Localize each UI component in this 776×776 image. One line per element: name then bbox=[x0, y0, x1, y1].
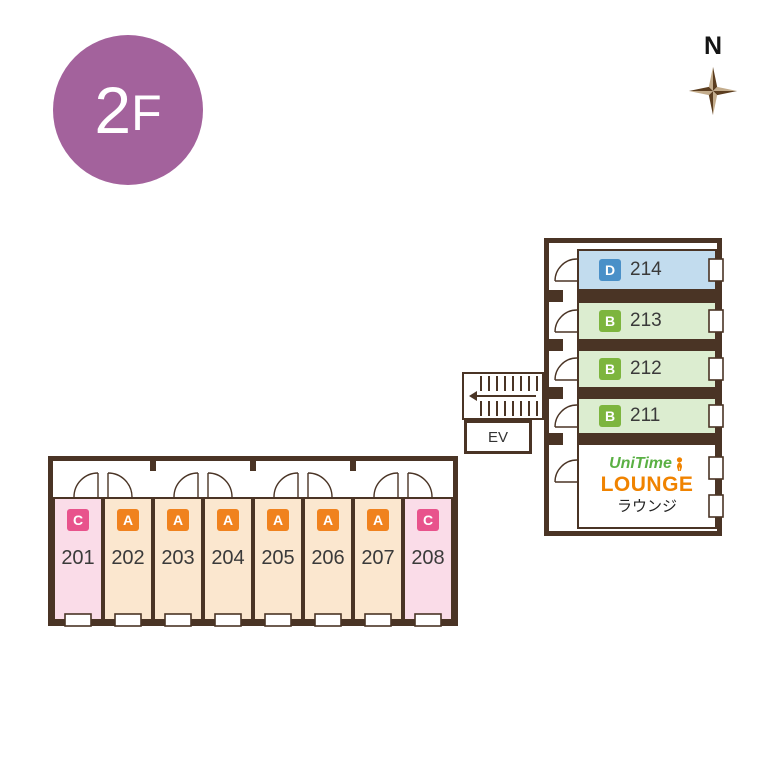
room-203: A 203 bbox=[153, 497, 203, 621]
room-206: A 206 bbox=[303, 497, 353, 621]
wall-segment bbox=[549, 387, 563, 399]
wall-segment bbox=[549, 339, 563, 351]
room-number: 203 bbox=[161, 547, 195, 569]
elevator: EV bbox=[464, 420, 532, 454]
room-205: A 205 bbox=[253, 497, 303, 621]
elevator-label: EV bbox=[487, 428, 508, 446]
room-number: 201 bbox=[61, 547, 95, 569]
room-type-badge: B bbox=[599, 358, 621, 380]
wall-segment bbox=[577, 291, 717, 301]
lounge-subtitle-japanese: ラウンジ bbox=[616, 498, 677, 516]
lounge-title: LOUNGE bbox=[600, 473, 694, 497]
room-type-badge: A bbox=[317, 509, 339, 531]
room-number: 213 bbox=[630, 310, 662, 331]
wall-segment bbox=[150, 461, 156, 471]
stair-walkline bbox=[476, 395, 536, 397]
room-number: 211 bbox=[630, 405, 661, 426]
room-number: 214 bbox=[630, 259, 662, 280]
room-type-badge: A bbox=[167, 509, 189, 531]
room-number: 202 bbox=[111, 547, 145, 569]
room-type-badge: B bbox=[599, 310, 621, 332]
room-type-badge: C bbox=[67, 509, 89, 531]
room-number: 207 bbox=[361, 547, 395, 569]
room-number: 212 bbox=[630, 358, 662, 379]
room-type-badge: A bbox=[267, 509, 289, 531]
room-204: A 204 bbox=[203, 497, 253, 621]
room-208: C 208 bbox=[403, 497, 453, 621]
room-202: A 202 bbox=[103, 497, 153, 621]
room-type-badge: C bbox=[417, 509, 439, 531]
floor-suffix: F bbox=[131, 85, 162, 141]
lounge-brand-text: UniTime bbox=[609, 455, 672, 473]
room-type-badge: D bbox=[599, 259, 621, 281]
room-type-badge: A bbox=[217, 509, 239, 531]
wall-segment bbox=[250, 461, 256, 471]
lounge-room: UniTime LOUNGE ラウンジ bbox=[577, 443, 717, 529]
compass: N bbox=[684, 32, 742, 117]
room-207: A 207 bbox=[353, 497, 403, 621]
floor-badge: 2 F bbox=[53, 35, 203, 185]
wall-segment bbox=[350, 461, 356, 471]
room-type-badge: A bbox=[367, 509, 389, 531]
wall-segment bbox=[577, 389, 717, 397]
staircase bbox=[462, 372, 544, 420]
room-number: 204 bbox=[211, 547, 245, 569]
stair-direction-arrow bbox=[469, 391, 477, 401]
lounge-brand: UniTime bbox=[609, 456, 685, 472]
room-211: B 211 bbox=[577, 397, 717, 435]
right-wing: D 214 B 213 B 212 B 211 UniTime bbox=[544, 238, 722, 536]
room-type-badge: A bbox=[117, 509, 139, 531]
wall-segment bbox=[549, 290, 563, 302]
room-number: 205 bbox=[261, 547, 295, 569]
wall-segment bbox=[577, 435, 717, 443]
room-214: D 214 bbox=[577, 249, 717, 291]
compass-star-icon bbox=[688, 66, 738, 116]
room-201: C 201 bbox=[53, 497, 103, 621]
room-number: 208 bbox=[411, 547, 445, 569]
walking-person-icon bbox=[676, 457, 683, 472]
room-type-badge: B bbox=[599, 405, 621, 427]
bottom-wing: C 201 A 202 A 203 A 204 A 205 A 206 A 20… bbox=[48, 456, 458, 626]
floor-number: 2 bbox=[94, 73, 132, 147]
room-number: 206 bbox=[311, 547, 345, 569]
compass-north-label: N bbox=[703, 32, 723, 60]
room-213: B 213 bbox=[577, 301, 717, 341]
room-212: B 212 bbox=[577, 349, 717, 389]
wall-segment bbox=[577, 341, 717, 349]
wall-segment bbox=[549, 433, 563, 445]
